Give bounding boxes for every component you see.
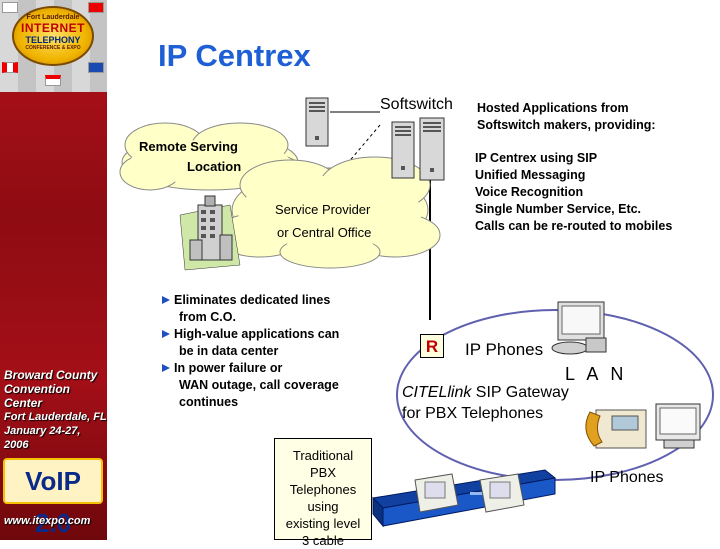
venue-text: Broward County Convention Center [4, 368, 107, 410]
server-icon [305, 97, 329, 147]
bullet-item: In power failure or [162, 360, 377, 377]
pbx-phone-icon [479, 473, 525, 513]
router-icon: R [420, 334, 444, 358]
logo-line: CONFERENCE & EXPO [25, 45, 81, 51]
flag-icon [45, 75, 61, 86]
lan-label: L A N [565, 364, 628, 384]
bullet-text: from C.O. [179, 310, 236, 324]
voip-label: VoIP 2.0 [25, 466, 81, 538]
venue-line: Broward County [4, 368, 98, 382]
service-item: IP Centrex using SIP [475, 151, 598, 165]
pbx-phone-icon [414, 473, 459, 513]
website-link[interactable]: www.itexpo.com [4, 515, 91, 527]
softswitch-label: Softswitch [380, 96, 453, 113]
service-item: Voice Recognition [475, 185, 584, 199]
service-item: Single Number Service, Etc. [475, 202, 642, 216]
hosted-line: Hosted Applications from [477, 101, 629, 115]
slide-title: IP Centrex [158, 38, 311, 73]
date-line: January 24-27, 2006 [4, 425, 81, 451]
bullet-text: Eliminates dedicated lines [174, 293, 331, 307]
note-line: using [307, 499, 339, 514]
monitor-icon [655, 403, 701, 449]
bullet-text: In power failure or [174, 361, 283, 375]
logo-line: Fort Lauderdale [26, 14, 80, 21]
gateway-type: SIP Gateway [471, 384, 569, 401]
provider-label: or Central Office [277, 225, 372, 240]
flag-icon [2, 62, 18, 73]
gateway-device-icon [371, 469, 557, 528]
logo-line: TELEPHONY [25, 35, 81, 45]
ip-phone-icon [585, 409, 647, 449]
conference-logo: Fort Lauderdale INTERNET TELEPHONY CONFE… [12, 6, 94, 66]
venue-line: Convention Center [4, 382, 70, 410]
ip-phones-label: IP Phones [590, 469, 664, 486]
conference-banner: Fort Lauderdale INTERNET TELEPHONY CONFE… [0, 0, 107, 540]
note-line: existing level [285, 516, 361, 531]
benefits-list: Eliminates dedicated lines from C.O. Hig… [162, 292, 377, 411]
note-line: 3 cable [302, 533, 344, 548]
hosted-apps-text: Hosted Applications from Softswitch make… [477, 100, 656, 134]
note-line: Telephones [289, 482, 357, 497]
gateway-name: CITELlink SIP Gateway [402, 382, 569, 403]
note-line: Traditional [292, 448, 354, 463]
bullet-text: be in data center [179, 344, 279, 358]
date-text: Fort Lauderdale, FL January 24-27, 2006 [4, 410, 107, 452]
remote-location-label: Remote Serving [139, 139, 238, 154]
bullet-text: High-value applications can [174, 327, 340, 341]
service-item: Unified Messaging [475, 168, 586, 182]
bullet-item: Eliminates dedicated lines [162, 292, 377, 309]
hosted-line: Softswitch makers, providing: [477, 118, 656, 132]
ip-phone-icon [551, 301, 607, 355]
flag-icon [88, 62, 104, 73]
voip-logo: VoIP 2.0 [3, 458, 103, 538]
server-icon [391, 121, 415, 179]
gateway-brand: CITELlink [402, 384, 472, 401]
bullet-item: High-value applications can [162, 326, 377, 343]
provider-label: Service Provider [275, 202, 371, 217]
bullet-text: WAN outage, call coverage continues [179, 378, 339, 409]
gateway-label: CITELlink SIP Gateway for PBX Telephones [402, 382, 569, 424]
note-line: PBX [309, 465, 336, 480]
traditional-pbx-note: Traditional PBX Telephones using existin… [274, 438, 372, 548]
building-icon [179, 195, 241, 271]
provider-cloud [214, 156, 441, 269]
service-item: Calls can be re-routed to mobiles [475, 219, 673, 233]
remote-location-label: Location [187, 159, 242, 174]
gateway-purpose: for PBX Telephones [402, 405, 544, 422]
logo-line: INTERNET [21, 21, 85, 35]
flag-icon [2, 2, 18, 13]
services-list: IP Centrex using SIP Unified Messaging V… [475, 150, 672, 235]
server-icon [419, 117, 445, 181]
city-line: Fort Lauderdale, FL [4, 411, 107, 423]
ip-phones-label: IP Phones [465, 340, 544, 359]
flag-icon [88, 2, 104, 13]
